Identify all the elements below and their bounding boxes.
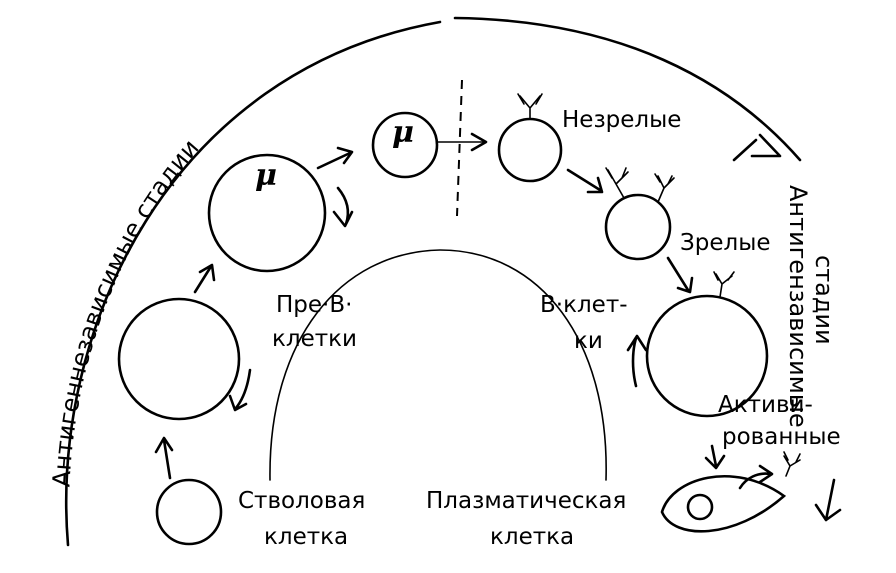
- mature-b-cell: [604, 193, 672, 261]
- b-cell-antibody: [713, 271, 735, 298]
- label-pre-b-line2: клетки: [272, 326, 357, 352]
- svg-text:стадии: стадии: [810, 255, 838, 345]
- cycle-arrow-bcell: [626, 334, 648, 388]
- immature-b-cell: [497, 117, 563, 183]
- arrow-small-to-immature-head: [470, 132, 488, 152]
- mu-marker-large: μ: [255, 158, 277, 193]
- plasma-cell: [660, 474, 787, 533]
- mature-antibody-left: [605, 167, 629, 199]
- label-pre-b-line1: Пре·В·: [276, 292, 352, 318]
- antigen-independent-arc: [64, 20, 442, 547]
- label-mature: Зрелые: [680, 230, 771, 256]
- arrow-immature-to-mature: [566, 168, 604, 194]
- svg-text:Антигензависимые: Антигензависимые: [784, 185, 812, 428]
- cycle-arrow-pre: [228, 368, 252, 412]
- pre-b-cell-large: [117, 297, 241, 421]
- secreted-antibody: [783, 451, 801, 477]
- down-arrow: [814, 478, 842, 522]
- label-b-cells-line2: ки: [574, 328, 603, 354]
- cycle-arrow-mu: [332, 186, 354, 228]
- antigen-independent-arc-tail: [453, 16, 802, 162]
- arrow-stem-to-pre: [154, 436, 174, 480]
- arrow-activated-to-plasma: [704, 444, 726, 470]
- mu-cell-small: [371, 111, 439, 179]
- stage-dashed-divider: [456, 79, 463, 217]
- label-b-cells-line1: В·клет-: [540, 292, 628, 318]
- arc-arrowhead: [750, 133, 782, 158]
- label-stem-line1: Стволовая: [238, 488, 365, 514]
- stem-cell: [155, 478, 223, 546]
- label-activated-line2: рованные: [722, 424, 841, 450]
- label-plasma-line1: Плазматическая: [426, 488, 626, 514]
- plasma-cell-nucleus: [686, 493, 714, 521]
- stage-divider-tick: [732, 138, 758, 162]
- label-plasma-line2: клетка: [490, 524, 574, 550]
- mature-antibody-right: [654, 173, 675, 203]
- antigen-dependent-label: Антигензависимые стадии: [784, 185, 838, 428]
- arrow-mature-to-bcell: [666, 256, 694, 294]
- immature-antibody: [517, 93, 543, 120]
- b-cell: [645, 294, 769, 418]
- mu-cell-large: [207, 153, 327, 273]
- label-stem-line2: клетка: [264, 524, 348, 550]
- label-activated-line1: Активи-: [718, 392, 813, 418]
- label-immature: Незрелые: [562, 107, 681, 133]
- inner-arch: [269, 249, 607, 481]
- arrow-pre-to-mu: [193, 263, 216, 294]
- mu-marker-small: μ: [392, 115, 414, 150]
- arrow-mu-to-small: [316, 146, 354, 170]
- plasma-secretion-arrow: [738, 464, 774, 490]
